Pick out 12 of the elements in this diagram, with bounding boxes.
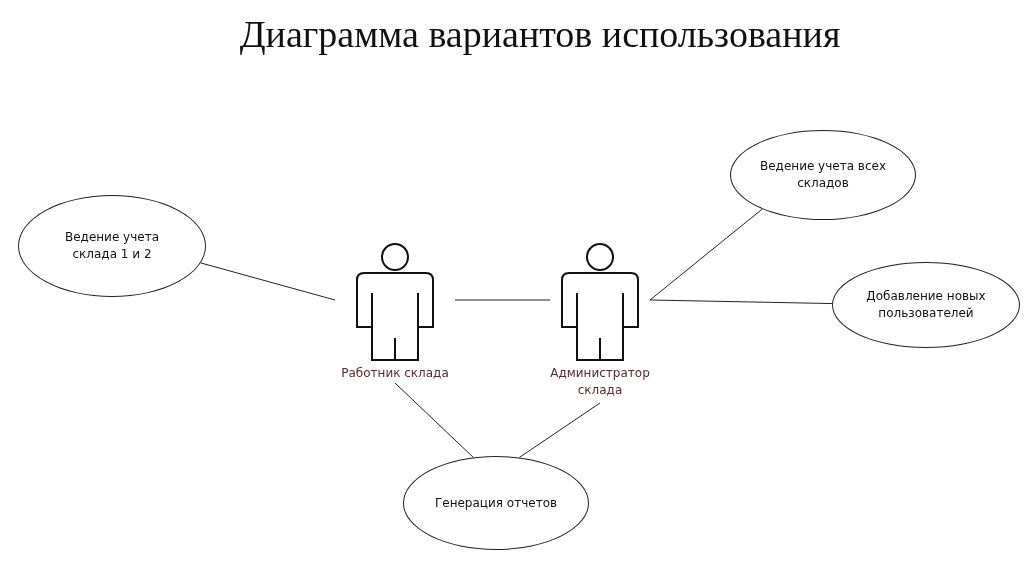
- actor-label: Администратор склада: [550, 365, 650, 399]
- association-line: [649, 299, 833, 305]
- association-line: [394, 382, 474, 458]
- use-case-label: Ведение учета склада 1 и 2: [63, 229, 161, 263]
- use-case-label: Добавление новых пользователей: [865, 288, 987, 322]
- association-line: [200, 262, 336, 301]
- diagram-title: Диаграмма вариантов использования: [238, 12, 842, 56]
- use-case-label: Ведение учета всех складов: [759, 158, 887, 192]
- actor-label: Работник склада: [341, 365, 449, 382]
- association-line: [454, 299, 551, 301]
- use-case-label: Генерация отчетов: [434, 494, 558, 512]
- association-line: [649, 208, 763, 301]
